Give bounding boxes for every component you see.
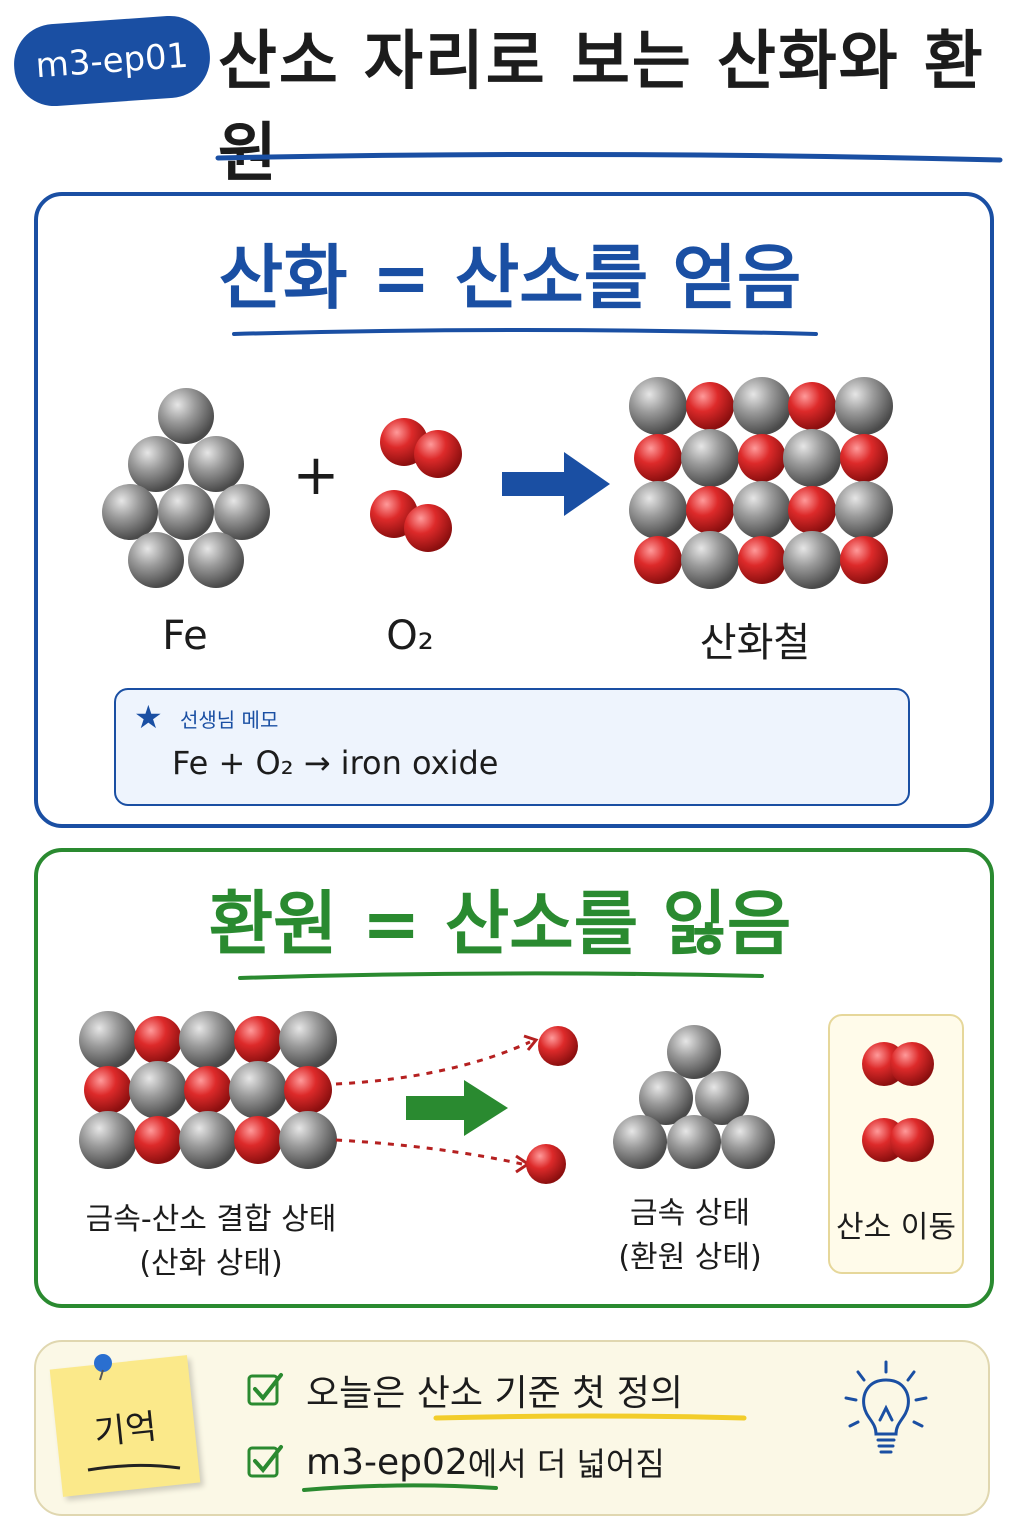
- reduction-title-underline: [238, 971, 764, 980]
- oxygen-move-label: 산소 이동: [836, 1210, 956, 1245]
- oxide-state-line1: 금속-산소 결합 상태: [85, 1202, 337, 1237]
- iron-oxide-label: 산화철: [699, 620, 811, 666]
- checklist-item-1: 오늘은 산소 기준 첫 정의: [246, 1360, 683, 1420]
- right-arrow-icon: [406, 1080, 508, 1136]
- metal-state-line1: 금속 상태: [630, 1196, 750, 1231]
- oxygen-molecules: [370, 418, 462, 552]
- memo-title: 선생님 메모: [180, 708, 279, 732]
- green-highlight-underline: [302, 1483, 498, 1492]
- o2-label: O₂: [386, 613, 434, 659]
- checkbox-checked-icon: [247, 1445, 283, 1478]
- metal-state-line2: (환원 상태): [618, 1240, 762, 1275]
- next-episode-link[interactable]: m3-ep02: [306, 1441, 468, 1483]
- lightbulb-icon: [844, 1360, 928, 1454]
- teacher-memo: ★ 선생님 메모 Fe + O₂ → iron oxide: [114, 688, 910, 806]
- oxygen-molecules: [862, 1042, 934, 1162]
- checklist-text-2: 에서 더 넓어짐: [467, 1445, 665, 1483]
- iron-oxide-lattice: [629, 377, 893, 589]
- title-underline: [215, 151, 1003, 163]
- oxide-state-label: 금속-산소 결합 상태 (산화 상태): [56, 1198, 366, 1286]
- oxidation-title: 산화 = 산소를 얻음: [218, 236, 802, 319]
- memo-equation: Fe + O₂ → iron oxide: [172, 744, 499, 782]
- metal-oxide-lattice: [79, 1011, 337, 1169]
- episode-badge: m3-ep01: [11, 13, 213, 109]
- right-arrow-icon: [502, 452, 610, 516]
- plus-sign: +: [292, 442, 340, 508]
- metal-atom-cluster: [613, 1025, 775, 1169]
- iron-atom-cluster: [102, 388, 270, 588]
- fe-label: Fe: [162, 613, 208, 659]
- checklist-item-2: m3-ep02 에서 더 넓어짐: [246, 1432, 665, 1492]
- oxygen-release-paths: [335, 1026, 578, 1184]
- oxidation-title-underline: [232, 328, 818, 336]
- pushpin-icon: [94, 1354, 112, 1381]
- sticky-underline: [87, 1463, 181, 1472]
- checklist-text-1: 오늘은 산소 기준 첫 정의: [306, 1373, 683, 1414]
- checkbox-checked-icon: [247, 1373, 283, 1406]
- reduction-title: 환원 = 산소를 잃음: [208, 882, 792, 965]
- metal-state-label: 금속 상태 (환원 상태): [590, 1192, 790, 1280]
- yellow-highlight-underline: [433, 1413, 747, 1421]
- page-title: 산소 자리로 보는 산화와 환원: [218, 25, 985, 191]
- oxide-state-line2: (산화 상태): [139, 1246, 283, 1281]
- star-icon: ★: [134, 698, 163, 736]
